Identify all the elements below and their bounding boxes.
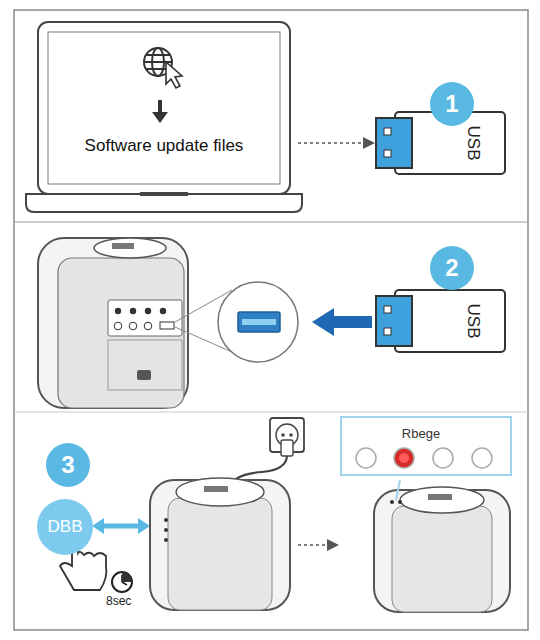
callout-number-text: 3	[61, 451, 74, 479]
dbb-button: DBB	[37, 499, 93, 555]
usb-stick-text: USB	[464, 126, 484, 161]
led-callout: Rbege	[340, 416, 512, 476]
usb-stick: USB	[376, 112, 505, 174]
callout-number-text: 2	[445, 254, 458, 282]
usb-stick: USB	[376, 290, 505, 352]
laptop-screen-text: Software update files	[85, 136, 244, 156]
callout-number: 2	[430, 246, 474, 290]
dbb-button-text: DBB	[48, 517, 83, 537]
usb-stick-text: USB	[464, 304, 484, 339]
callout-number: 1	[430, 82, 474, 126]
callout-number-text: 1	[445, 90, 458, 118]
led-callout-text: Rbege	[402, 426, 440, 474]
dotted-arrow	[298, 142, 372, 144]
duration-label: 8sec	[106, 594, 131, 608]
callout-number: 3	[46, 443, 90, 487]
laptop-screen: Software update files	[48, 32, 280, 184]
